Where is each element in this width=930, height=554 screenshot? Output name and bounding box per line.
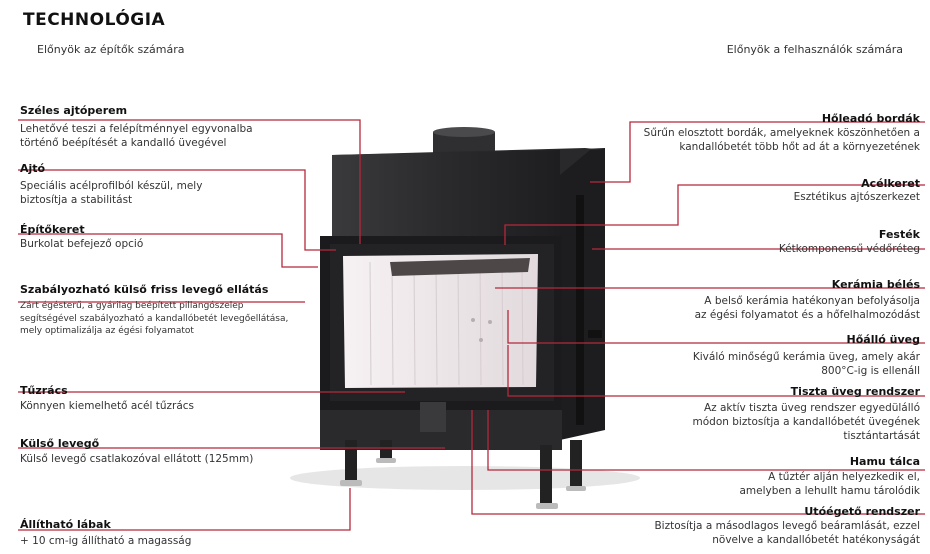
feature-title: Állítható lábak	[20, 518, 111, 531]
adjustable-legs	[340, 440, 586, 509]
air-hole	[479, 338, 483, 342]
feature-title: Ajtó	[20, 162, 46, 175]
feature-title: Építőkeret	[20, 223, 85, 236]
feature-title: Külső levegő	[20, 437, 100, 450]
feature-desc: Biztosítja a másodlagos levegő beáramlás…	[654, 520, 920, 546]
heat-fin	[576, 195, 584, 425]
feature-desc: Az aktív tiszta üveg rendszer egyedüláll…	[692, 402, 920, 442]
feature-title: Hőleadó bordák	[821, 112, 920, 125]
feature-desc: A tűztér alján helyezkedik el,amelyben a…	[739, 471, 921, 497]
builders-subtitle: Előnyök az építők számára	[37, 43, 185, 56]
air-hole	[471, 318, 475, 322]
feature-desc: Burkolat befejező opció	[20, 238, 144, 250]
feature-title: Hamu tálca	[849, 455, 920, 468]
page-title: TECHNOLÓGIA	[23, 10, 166, 30]
feature-title: Széles ajtóperem	[20, 104, 128, 117]
feature-desc: + 10 cm-ig állítható a magasság	[20, 535, 192, 547]
feature-title: Kerámia bélés	[831, 278, 920, 291]
ash-tray	[420, 402, 446, 432]
feature-title: Festék	[878, 228, 920, 241]
feature-title: Szabályozható külső friss levegő ellátás	[20, 283, 269, 296]
feature-desc: Könnyen kiemelhető acél tűzrács	[20, 400, 195, 412]
feature-desc: Lehetővé teszi a felépítménnyel egyvonal…	[20, 123, 253, 149]
feature-desc: Kiváló minőségű kerámia üveg, amely akár…	[692, 351, 920, 377]
baffle	[390, 258, 530, 276]
feature-desc: Sűrűn elosztott bordák, amelyeknek köszö…	[643, 127, 920, 153]
floor-shadow	[290, 466, 640, 490]
flue-pipe-top	[433, 127, 495, 137]
feature-desc: Zárt égésterű, a gyárilag beépített pill…	[20, 301, 289, 336]
feature-title: Tiszta üveg rendszer	[790, 385, 920, 398]
feature-title: Tűzrács	[20, 384, 68, 397]
air-hole	[488, 320, 492, 324]
feature-title: Utóégető rendszer	[804, 505, 920, 518]
users-subtitle: Előnyök a felhasználók számára	[726, 43, 903, 56]
feature-title: Hőálló üveg	[846, 333, 920, 346]
feature-title: Acélkeret	[861, 177, 920, 190]
feature-desc: Esztétikus ajtószerkezet	[793, 191, 920, 203]
door-handle	[588, 330, 602, 338]
feature-desc: Külső levegő csatlakozóval ellátott (125…	[20, 453, 254, 465]
feature-desc: Kétkomponensű védőréteg	[778, 243, 920, 255]
flue-pipe	[433, 132, 495, 154]
